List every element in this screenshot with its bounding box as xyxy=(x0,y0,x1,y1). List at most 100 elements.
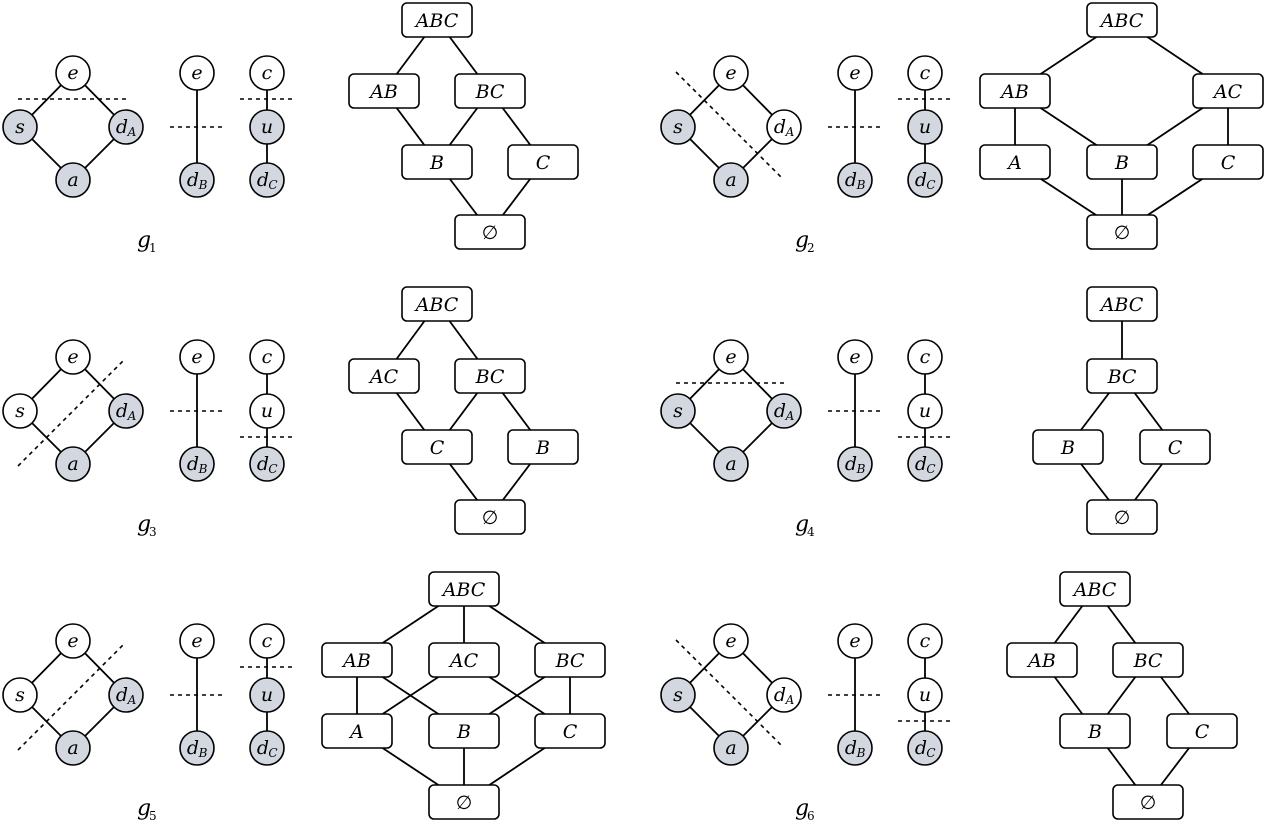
lattice-label: A xyxy=(1006,152,1022,174)
panel-label-index: 4 xyxy=(807,525,815,539)
lattice-label: BC xyxy=(475,81,505,103)
node-dC-subscript: C xyxy=(926,462,935,476)
node-e2 xyxy=(179,55,215,91)
lattice-box xyxy=(428,713,500,749)
node-e-label: e xyxy=(725,62,736,84)
panel-label-g: g xyxy=(137,228,151,253)
node-e2-label: e xyxy=(191,62,202,84)
panel-label: g1 xyxy=(137,228,157,255)
lattice-node-C: C xyxy=(1166,713,1238,749)
lattice-node-empty: ∅ xyxy=(1086,214,1158,250)
lattice-node-C: C xyxy=(1192,144,1264,180)
lattice-box xyxy=(507,429,579,465)
lattice-box xyxy=(1139,429,1211,465)
node-a xyxy=(55,446,91,482)
lattice-box xyxy=(979,144,1051,180)
node-e2 xyxy=(837,339,873,375)
node-u xyxy=(249,393,285,429)
lattice-box xyxy=(428,642,500,678)
node-dA-label: d xyxy=(774,400,786,422)
node-dA-subscript: A xyxy=(785,409,795,423)
lattice-node-empty: ∅ xyxy=(1086,499,1158,535)
lattice-node-A: A xyxy=(321,713,393,749)
node-dA-subscript: A xyxy=(127,125,137,139)
lattice-label: BC xyxy=(1107,366,1137,388)
node-dC xyxy=(249,162,285,198)
node-dA-label: d xyxy=(116,400,128,422)
lattice-box xyxy=(454,73,526,109)
node-dA xyxy=(766,393,802,429)
node-dA xyxy=(108,677,144,713)
lattice-node-BC: BC xyxy=(454,358,526,394)
node-e xyxy=(55,623,91,659)
node-dB-label: d xyxy=(845,737,857,759)
node-s xyxy=(2,677,38,713)
node-s-label: s xyxy=(15,684,25,706)
node-a-label: a xyxy=(67,169,78,191)
lattice-box xyxy=(454,358,526,394)
node-e2-label: e xyxy=(849,630,860,652)
node-u-label: u xyxy=(919,684,931,706)
panel-label-g: g xyxy=(795,228,809,253)
node-dB-subscript: B xyxy=(856,462,866,476)
node-dC xyxy=(249,446,285,482)
node-e-label: e xyxy=(67,346,78,368)
lattice-box xyxy=(1086,2,1158,38)
node-e2 xyxy=(179,339,215,375)
lattice-label: ∅ xyxy=(482,507,499,529)
lattice-box xyxy=(401,2,473,38)
lattice-node-empty: ∅ xyxy=(454,214,526,250)
node-a-label: a xyxy=(725,737,736,759)
node-dA xyxy=(108,393,144,429)
node-c xyxy=(907,623,943,659)
node-dC-label: d xyxy=(915,169,927,191)
lattice-box xyxy=(1059,713,1131,749)
lattice-node-B: B xyxy=(1059,713,1131,749)
lattice-node-BC: BC xyxy=(534,642,606,678)
cut-line xyxy=(17,359,125,467)
lattice-node-BC: BC xyxy=(454,73,526,109)
node-dC-subscript: C xyxy=(268,746,277,760)
lattice-node-AC: AC xyxy=(1192,73,1264,109)
node-dB-label: d xyxy=(187,169,199,191)
lattice-node-BC: BC xyxy=(1086,358,1158,394)
node-dB xyxy=(837,730,873,766)
node-a xyxy=(713,446,749,482)
lattice-node-C: C xyxy=(534,713,606,749)
lattice-node-BC: BC xyxy=(1112,642,1184,678)
node-a xyxy=(55,730,91,766)
lattice-label: ABC xyxy=(1099,10,1144,32)
node-e-label: e xyxy=(67,62,78,84)
lattice-box xyxy=(1086,499,1158,535)
lattice-node-AB: AB xyxy=(1006,642,1078,678)
lattice-node-AB: AB xyxy=(348,73,420,109)
node-c xyxy=(249,623,285,659)
node-dA-label: d xyxy=(116,684,128,706)
lattice-box xyxy=(428,571,500,607)
lattice-label: AB xyxy=(1026,650,1056,672)
node-dB-label: d xyxy=(845,453,857,475)
node-s xyxy=(660,109,696,145)
node-dA-label: d xyxy=(774,116,786,138)
lattice-node-ABC: ABC xyxy=(428,571,500,607)
lattice-node-B: B xyxy=(507,429,579,465)
lattice-label: AB xyxy=(999,81,1029,103)
lattice-box xyxy=(979,73,1051,109)
lattice-box xyxy=(1112,784,1184,820)
node-u xyxy=(907,393,943,429)
node-a-label: a xyxy=(67,737,78,759)
node-dC-subscript: C xyxy=(926,178,935,192)
lattice-box xyxy=(534,713,606,749)
